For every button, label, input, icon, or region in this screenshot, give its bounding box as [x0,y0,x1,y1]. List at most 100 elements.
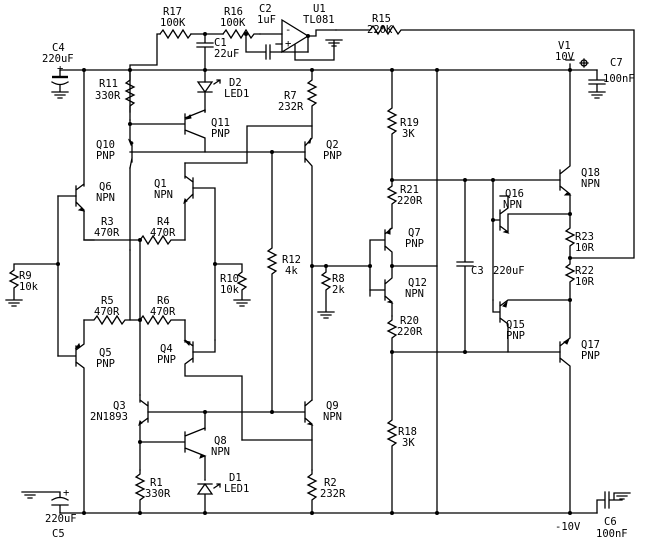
svg-text:4k: 4k [285,265,298,277]
resistor-r21 [386,178,561,229]
label-r12: R12 4k [282,254,301,277]
svg-text:NPN: NPN [211,446,230,458]
svg-text:C5: C5 [52,528,65,540]
svg-text:R6: R6 [157,295,170,307]
svg-text:V1: V1 [558,40,571,52]
svg-text:LED1: LED1 [224,483,249,495]
label-r20: R20 220R [397,315,423,338]
transistor-q10 [127,119,273,251]
svg-text:10k: 10k [220,284,240,296]
capacitor-c5: + [21,487,69,514]
transistor-q8 [138,427,207,481]
svg-text:PNP: PNP [96,358,115,370]
svg-text:220K: 220K [367,24,393,36]
label-c2: C2 1uF [257,3,276,26]
svg-text:NPN: NPN [96,192,115,204]
label-r1: R1 330R [145,477,171,500]
svg-text:R20: R20 [400,315,419,327]
label-r18: R18 3K [398,426,417,449]
svg-text:-: - [285,24,291,36]
transistor-q9 [241,399,314,471]
svg-text:R15: R15 [372,13,391,25]
svg-text:22uF: 22uF [214,48,239,60]
svg-text:232R: 232R [320,488,346,500]
svg-text:Q1: Q1 [154,178,167,190]
transistor-q17 [559,299,572,515]
transistor-q5 [57,319,86,515]
svg-text:Q17: Q17 [581,339,600,351]
resistor-r17 [129,28,224,113]
svg-text:R16: R16 [224,6,243,18]
resistor-r22 [564,257,576,302]
svg-text:2k: 2k [332,284,345,296]
label-q9: Q9 NPN [323,400,342,423]
label-q11: Q11 PNP [211,117,230,140]
svg-text:470R: 470R [150,227,176,239]
resistor-r9 [5,195,60,357]
svg-text:R12: R12 [282,254,301,266]
svg-text:U1: U1 [313,3,326,15]
svg-text:NPN: NPN [503,199,522,211]
svg-text:3K: 3K [402,128,415,140]
svg-text:100nF: 100nF [603,73,635,85]
svg-text:NPN: NPN [581,178,600,190]
label-c6: C6 100nF [596,516,628,540]
svg-text:D2: D2 [229,77,242,89]
label-r21: R21 220R [397,184,423,207]
resistor-r16 [222,28,261,40]
transistor-q6 [57,68,131,241]
svg-text:PNP: PNP [157,354,176,366]
label-r9: R9 10k [19,270,39,293]
svg-text:R8: R8 [332,273,345,285]
svg-text:Q5: Q5 [99,347,112,359]
label-r3: R3 470R [94,216,120,239]
label-r2: R2 232R [320,477,346,500]
svg-text:220uF: 220uF [45,513,77,525]
svg-text:Q6: Q6 [99,181,112,193]
label-q4: Q4 PNP [157,343,176,366]
svg-text:C1: C1 [214,37,227,49]
transistor-q12 [369,264,438,317]
svg-text:PNP: PNP [211,128,230,140]
label-r6: R6 470R [150,295,176,318]
resistor-r12 [266,151,278,411]
resistor-r6 [129,239,186,396]
label-q7: Q7 PNP [405,227,424,250]
label-q3: Q3 2N1893 [90,400,128,423]
diode-d1 [196,479,221,515]
transistor-q3 [138,394,274,471]
capacitor-c1 [196,32,214,71]
svg-text:TL081: TL081 [303,14,335,26]
resistor-r11 [124,68,136,121]
label-c7: C7 100nF [603,57,635,85]
svg-text:470R: 470R [94,227,120,239]
label-v1: V1 10V [555,40,575,63]
capacitor-c3 [456,179,474,353]
label-r11: R11 330R [95,78,121,102]
svg-text:330R: 330R [95,90,121,102]
label-r15: R15 220K [367,13,393,36]
source-v1 [565,58,589,71]
resistor-r19 [386,68,398,181]
svg-text:100K: 100K [220,17,246,29]
label-r22: R22 10R [575,265,595,288]
svg-text:C6: C6 [604,516,617,528]
label-r19: R19 3K [400,117,419,140]
svg-text:Q9: Q9 [326,400,339,412]
resistor-r23 [564,213,576,260]
svg-text:Q15: Q15 [506,319,525,331]
svg-text:330R: 330R [145,488,171,500]
transistor-q7 [368,227,393,297]
resistor-r5 [83,314,141,326]
label-r16: R16 100K [220,6,246,29]
svg-text:Q12: Q12 [408,277,427,289]
label-r17: R17 100K [160,6,186,29]
transistor-q2 [184,125,313,401]
svg-text:R4: R4 [157,216,170,228]
svg-text:R18: R18 [398,426,417,438]
svg-text:R2: R2 [324,477,337,489]
resistor-r10 [213,262,251,307]
svg-text:470R: 470R [150,306,176,318]
label-r7: R7 232R [278,90,304,113]
